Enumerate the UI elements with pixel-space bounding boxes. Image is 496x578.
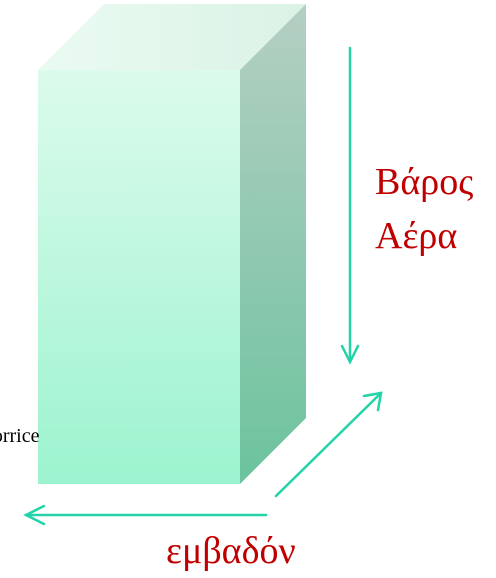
width-arrow	[23, 504, 268, 526]
box-side-face	[240, 4, 306, 484]
weight-arrow	[340, 46, 360, 365]
box-top-face	[38, 4, 306, 70]
air-column-box	[38, 4, 306, 484]
box-front-face	[38, 70, 240, 484]
weight-label-line-2: Αέρα	[375, 215, 458, 257]
cropped-side-text: Torriceli	[0, 426, 40, 446]
depth-arrow	[274, 391, 383, 498]
area-label: εμβαδόν	[166, 530, 296, 572]
cropped-side-text-content: Torriceli	[0, 426, 40, 446]
weight-label-line-1: Βάρος	[375, 161, 474, 203]
